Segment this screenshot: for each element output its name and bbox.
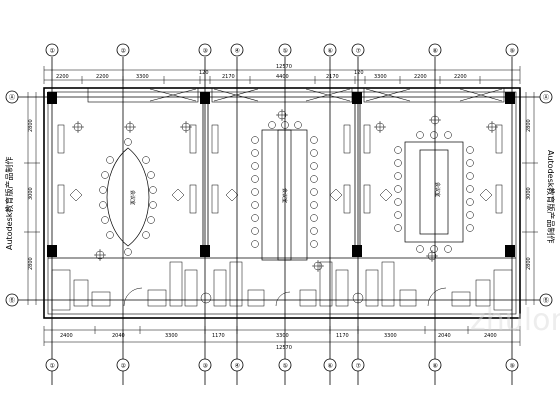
- svg-text:①: ①: [50, 48, 55, 55]
- svg-text:④: ④: [235, 363, 240, 370]
- svg-text:2800: 2800: [28, 119, 34, 132]
- grid-bubble-bottom-4: ④: [230, 358, 244, 372]
- svg-text:③: ③: [203, 363, 208, 370]
- top-dimension-text: 12570 2200 2200 3300 120 2170 4400 2170 …: [56, 64, 467, 80]
- left-room-label: 会议室: [129, 190, 136, 205]
- svg-text:⑨: ⑨: [510, 363, 515, 370]
- svg-text:⑤: ⑤: [283, 363, 288, 370]
- svg-text:①: ①: [50, 363, 55, 370]
- grid-bubble-top-1: ①: [45, 43, 59, 385]
- grid-bubble-top-5: ⑤: [278, 43, 292, 385]
- svg-text:2800: 2800: [526, 119, 532, 132]
- svg-text:3000: 3000: [526, 187, 532, 200]
- dim-top-seg: 3300: [374, 74, 387, 80]
- svg-text:⑤: ⑤: [283, 48, 288, 55]
- center-conference-table: [251, 121, 318, 261]
- grid-bubble-top-9: ⑨: [505, 43, 519, 385]
- svg-text:②: ②: [121, 48, 127, 55]
- svg-text:②: ②: [121, 363, 127, 370]
- center-room-label: 会议室: [281, 188, 288, 203]
- svg-text:⑥: ⑥: [328, 48, 333, 55]
- bottom-grid-bubbles: ① ② ③ ④ ⑤ ⑥ ⑦ ⑧ ⑨: [45, 358, 519, 372]
- grid-bubble-bottom-2: ②: [116, 358, 130, 372]
- grid-bubble-top-2: ②: [116, 43, 130, 385]
- svg-text:⑥: ⑥: [328, 363, 333, 370]
- dim-top-seg: 2200: [96, 74, 109, 80]
- left-side-text: Autodesk教育版产品制作: [4, 157, 14, 250]
- dim-bottom-overall: 12570: [276, 345, 292, 351]
- grid-bubble-right-b: Ⓑ: [539, 293, 553, 307]
- dim-bottom-seg: 1170: [212, 333, 225, 339]
- right-side-text: Autodesk教育版产品制作: [546, 150, 556, 243]
- grid-bubble-top-8: ⑧: [428, 43, 442, 385]
- grid-bubble-bottom-5: ⑤: [278, 358, 292, 372]
- dim-top-seg: 120: [199, 70, 209, 76]
- grid-bubble-bottom-7: ⑦: [351, 358, 365, 372]
- grid-bubble-bottom-1: ①: [45, 358, 59, 372]
- structural-columns: [47, 92, 515, 257]
- svg-text:③: ③: [203, 48, 208, 55]
- dim-bottom-seg: 3300: [384, 333, 397, 339]
- svg-text:④: ④: [235, 48, 240, 55]
- svg-text:2800: 2800: [28, 257, 34, 270]
- grid-bubble-bottom-8: ⑧: [428, 358, 442, 372]
- grid-bubble-bottom-6: ⑥: [323, 358, 337, 372]
- bottom-dimensions: [43, 326, 521, 346]
- dim-bottom-seg: 1170: [336, 333, 349, 339]
- dim-top-seg: 2170: [326, 74, 339, 80]
- grid-bubble-bottom-3: ③: [198, 358, 212, 372]
- svg-text:Ⓑ: Ⓑ: [543, 297, 549, 305]
- svg-text:⑧: ⑧: [433, 48, 438, 55]
- partition-walls: [48, 104, 516, 259]
- left-conference-table: [99, 138, 157, 256]
- dim-bottom-seg: 2040: [112, 333, 125, 339]
- dim-top-seg: 2200: [56, 74, 69, 80]
- dim-top-seg: 120: [354, 70, 364, 76]
- right-conference-table: [394, 131, 474, 253]
- top-dimensions: [43, 66, 521, 84]
- svg-text:Ⓑ: Ⓑ: [9, 297, 15, 305]
- svg-text:⑦: ⑦: [356, 48, 362, 55]
- svg-text:⑦: ⑦: [356, 363, 362, 370]
- watermark: zhulong: [470, 303, 560, 338]
- vertical-dimensions: [24, 92, 538, 305]
- dim-top-seg: 3300: [136, 74, 149, 80]
- bottom-dimension-text: 2400 2040 3300 1170 3300 1170 3300 2040 …: [60, 333, 497, 351]
- svg-text:Ⓐ: Ⓐ: [543, 94, 549, 102]
- top-window-strip: [87, 87, 505, 103]
- grid-bubble-left-a: Ⓐ: [5, 90, 540, 104]
- dim-bottom-seg: 2400: [484, 333, 497, 339]
- dim-bottom-seg: 3300: [276, 333, 289, 339]
- svg-text:⑧: ⑧: [433, 363, 438, 370]
- svg-text:3000: 3000: [28, 187, 34, 200]
- grid-bubble-bottom-9: ⑨: [505, 358, 519, 372]
- service-rooms: [51, 261, 513, 311]
- side-grid-bubbles: Ⓐ Ⓑ Ⓐ Ⓑ: [5, 90, 553, 307]
- right-room-label: 会议室: [434, 182, 441, 197]
- section-markers: [69, 109, 498, 272]
- dim-bottom-seg: 3300: [165, 333, 178, 339]
- svg-text:Ⓐ: Ⓐ: [9, 94, 15, 102]
- dim-bottom-seg: 2400: [60, 333, 73, 339]
- wall-panels: [57, 124, 503, 214]
- svg-text:2800: 2800: [526, 257, 532, 270]
- dim-top-seg: 2200: [454, 74, 467, 80]
- dim-top-seg: 2200: [414, 74, 427, 80]
- dim-top-seg: 4400: [276, 74, 289, 80]
- dim-top-seg: 2170: [222, 74, 235, 80]
- grid-bubble-left-b: Ⓑ: [5, 293, 540, 307]
- dim-top-overall: 12570: [276, 64, 292, 70]
- vertical-dimension-text: 2800 3000 2800 2800 3000 2800: [28, 119, 532, 270]
- grid-bubble-right-a: Ⓐ: [539, 90, 553, 104]
- dim-bottom-seg: 2040: [438, 333, 451, 339]
- svg-text:⑨: ⑨: [510, 48, 515, 55]
